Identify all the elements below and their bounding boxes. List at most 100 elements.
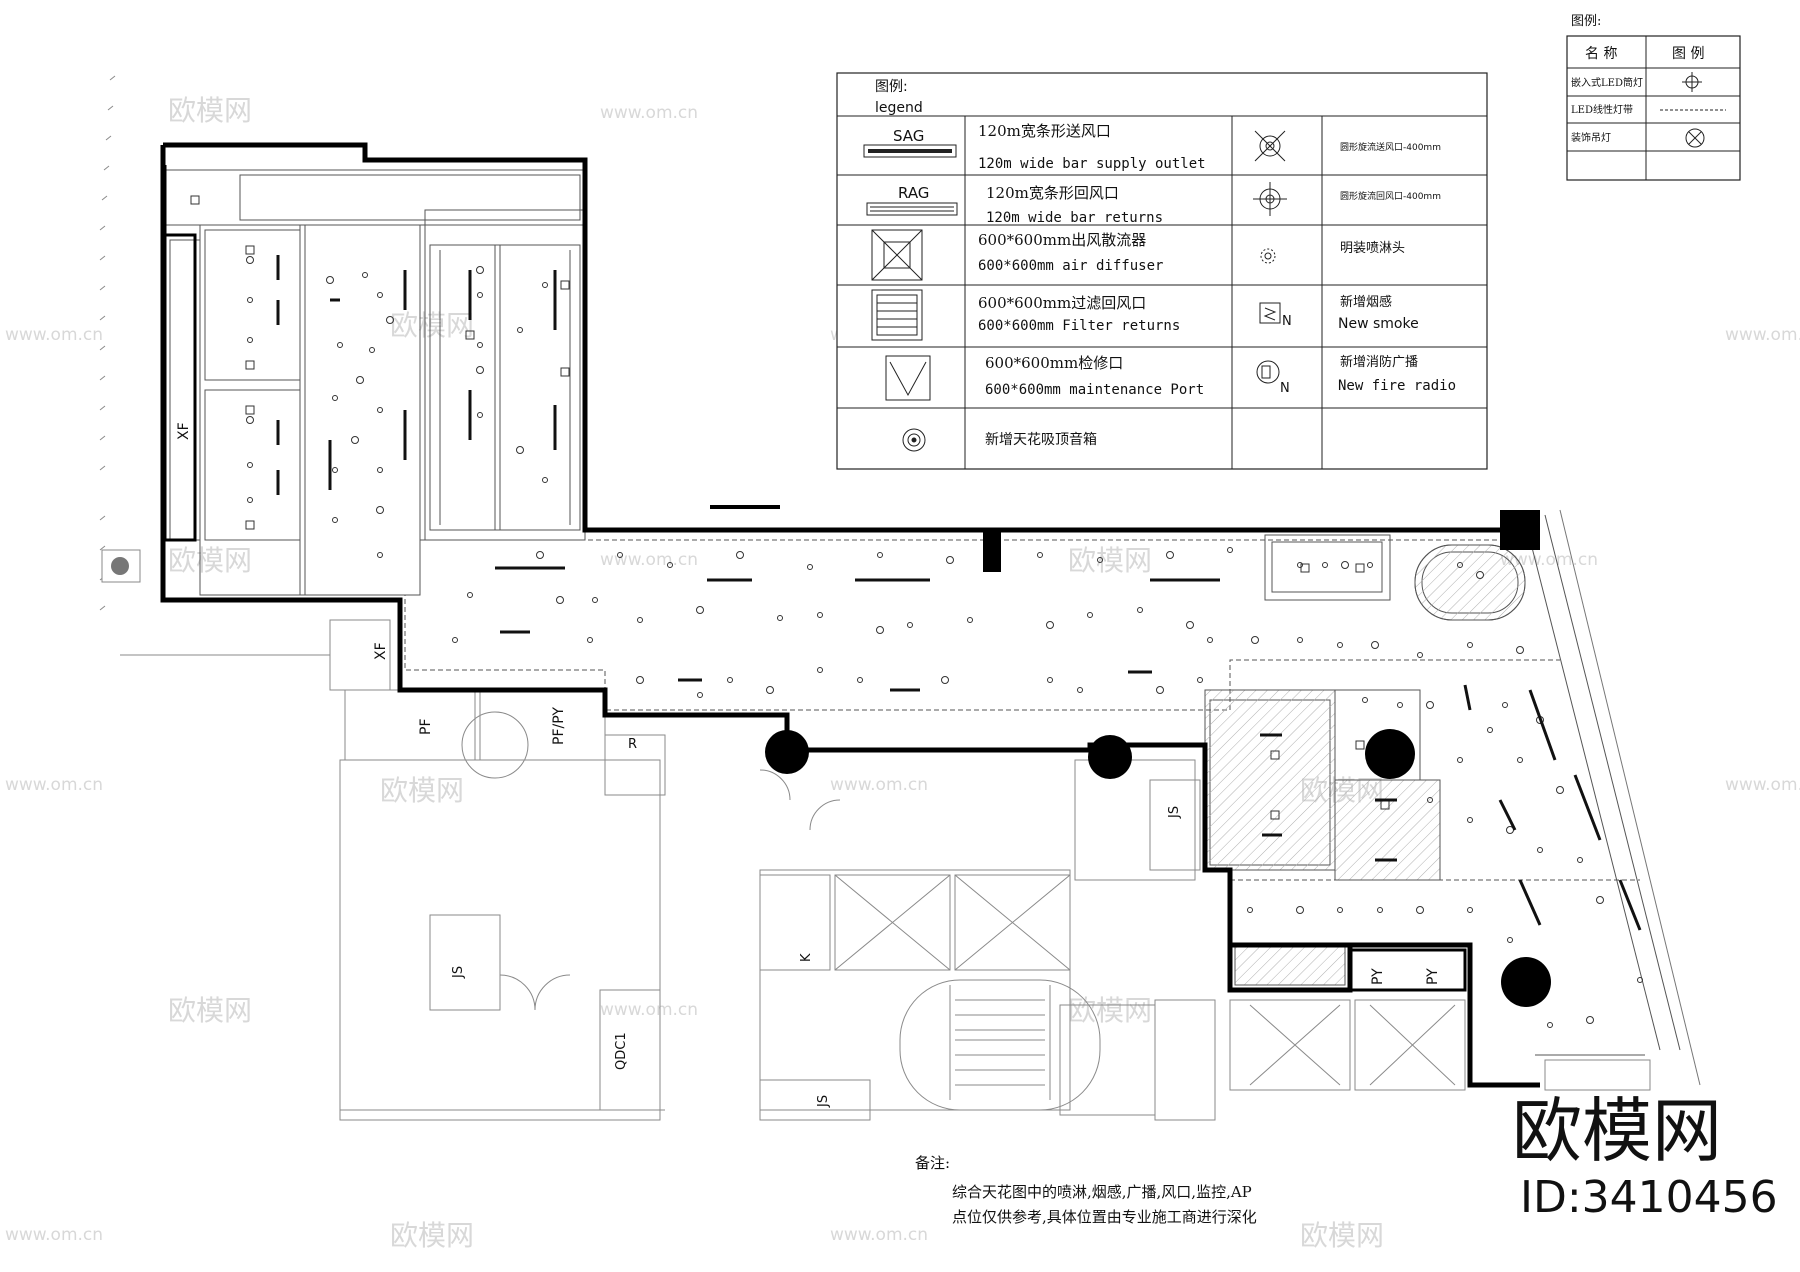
ceiling-fixture-icon <box>377 467 383 473</box>
ceiling-fixture-icon <box>536 551 544 559</box>
watermark-url: www.om.cn <box>600 550 698 570</box>
ceiling-fixture-icon <box>1337 907 1343 913</box>
small-legend-title: 图例: <box>1571 14 1601 29</box>
room-label: QDC1 <box>614 1032 629 1070</box>
ceiling-fixture-icon <box>1047 677 1053 683</box>
ceiling-fixture-icon <box>1097 557 1103 563</box>
ceiling-fixture-icon <box>1397 702 1403 708</box>
ceiling-fixture-icon <box>697 692 703 698</box>
wall-fills <box>710 505 1551 1007</box>
small-legend-header: 图 例 <box>1672 46 1704 62</box>
ceiling-fixture-icon <box>1341 561 1349 569</box>
ceiling-fixture-icon <box>1487 727 1493 733</box>
room-label: K <box>799 953 814 962</box>
room-label: XF <box>176 422 192 440</box>
smoke-detector-icon: N <box>1259 302 1292 329</box>
room-label: R <box>628 737 637 752</box>
ceiling-fixture-icon <box>907 622 913 628</box>
room-label: PY <box>1425 968 1441 985</box>
ceiling-fixture-icon <box>1637 977 1643 983</box>
watermark-url: www.om.cn <box>830 1225 928 1245</box>
ceiling-fixture-icon <box>1197 677 1203 683</box>
legend-right-text2: New fire radio <box>1338 378 1456 394</box>
ceiling-fixture-icon <box>1156 686 1164 694</box>
notes-line: 综合天花图中的喷淋,烟感,广播,风口,监控,AP <box>952 1183 1252 1201</box>
ceiling-fixture-icon <box>1467 907 1473 913</box>
ceiling-fixture-icon <box>246 416 254 424</box>
ceiling-fixture-icon <box>941 676 949 684</box>
legend-cn: 120m宽条形送风口 <box>978 122 1111 140</box>
ceiling-fixture-icon <box>857 677 863 683</box>
context-building <box>99 75 1651 1121</box>
legend-right-text2: New smoke <box>1338 316 1419 332</box>
watermark-url: www.om.cn <box>5 325 103 345</box>
ceiling-fixture-icon <box>517 327 523 333</box>
ceiling-fixture-icon <box>1207 637 1213 643</box>
ceiling-fixture-icon <box>247 337 253 343</box>
ceiling-fixture-icon <box>817 612 823 618</box>
ceiling-fixture-icon <box>332 467 338 473</box>
ceiling-fixture-icon <box>876 626 884 634</box>
legend-en: 600*600mm air diffuser <box>978 258 1163 274</box>
ceiling-fixture-icon <box>386 316 394 324</box>
ceiling-fixture-icon <box>1137 607 1143 613</box>
ceiling-fixture-icon <box>617 552 623 558</box>
room-label: PF <box>418 719 434 736</box>
fire-radio-icon: N <box>1256 360 1290 396</box>
ceiling-fixture-icon <box>807 564 813 570</box>
ceiling-fixture-icon <box>542 282 548 288</box>
legend-title-en: legend <box>875 100 923 116</box>
ceiling-fixture-icon <box>1467 642 1473 648</box>
ceiling-fixture-icon <box>542 477 548 483</box>
legend-right-text: 明装喷淋头 <box>1340 241 1405 256</box>
ceiling-fixture-icon <box>1417 652 1423 658</box>
maintenance-port-icon <box>885 355 931 401</box>
device-box-icon <box>465 330 475 340</box>
legend-cn: 120m宽条形回风口 <box>986 184 1119 202</box>
watermark-logo: 欧模网 <box>1068 544 1152 577</box>
pendant-lamp-icon <box>1685 128 1705 148</box>
watermark-url: www.om.cn <box>600 103 698 123</box>
notes-title: 备注: <box>915 1154 950 1172</box>
supply-bar-icon <box>863 144 957 158</box>
ceiling-fixture-icon <box>247 462 253 468</box>
room-label: JS <box>816 1095 831 1108</box>
ceiling-fixture-icon <box>1297 637 1303 643</box>
watermark-logo: 欧模网 <box>168 544 252 577</box>
watermark-url: www.om.cn <box>1725 775 1800 795</box>
ceiling-fixture-icon <box>377 407 383 413</box>
legend-right-text: 新增消防广播 <box>1340 354 1418 370</box>
ceiling-fixture-icon <box>1507 937 1513 943</box>
device-box-icon <box>1270 750 1280 760</box>
room-label: XF <box>373 642 389 660</box>
ceiling-fixture-icon <box>477 412 483 418</box>
brand-logo-text: 欧模网 <box>1512 1090 1722 1172</box>
legend-title: 图例: <box>875 79 908 95</box>
room-label: PF/PY <box>551 707 567 745</box>
filter-return-icon <box>871 289 923 341</box>
ceiling-fixture-icon <box>337 342 343 348</box>
device-box-icon <box>1355 563 1365 573</box>
ceiling-fixture-icon <box>356 376 364 384</box>
ceiling-fixture-icon <box>637 617 643 623</box>
air-diffuser-icon <box>871 229 923 281</box>
svg-text:N: N <box>1282 314 1292 329</box>
ceiling-fixture-icon <box>1547 1022 1553 1028</box>
ceiling-fixture-icon <box>1296 906 1304 914</box>
watermark-url: www.om.cn <box>830 775 928 795</box>
ceiling-fixture-icon <box>452 637 458 643</box>
ceiling-fixture-icon <box>1186 621 1194 629</box>
small-legend-name: 嵌入式LED筒灯 <box>1571 76 1643 89</box>
ceiling-fixture-icon <box>1046 621 1054 629</box>
ceiling-fixture-icon <box>1517 757 1523 763</box>
ceiling-fixture-icon <box>477 292 483 298</box>
ceiling-fixture-icon <box>1377 907 1383 913</box>
ceiling-fixture-icon <box>247 497 253 503</box>
ceiling-fixture-icon <box>1371 641 1379 649</box>
legend-cn: 600*600mm过滤回风口 <box>978 294 1146 312</box>
sprinkler-icon <box>1260 248 1276 264</box>
ceiling-fixture-icon <box>636 676 644 684</box>
ceiling-fixture-icon <box>1416 906 1424 914</box>
ceiling-fixture-icon <box>1087 612 1093 618</box>
